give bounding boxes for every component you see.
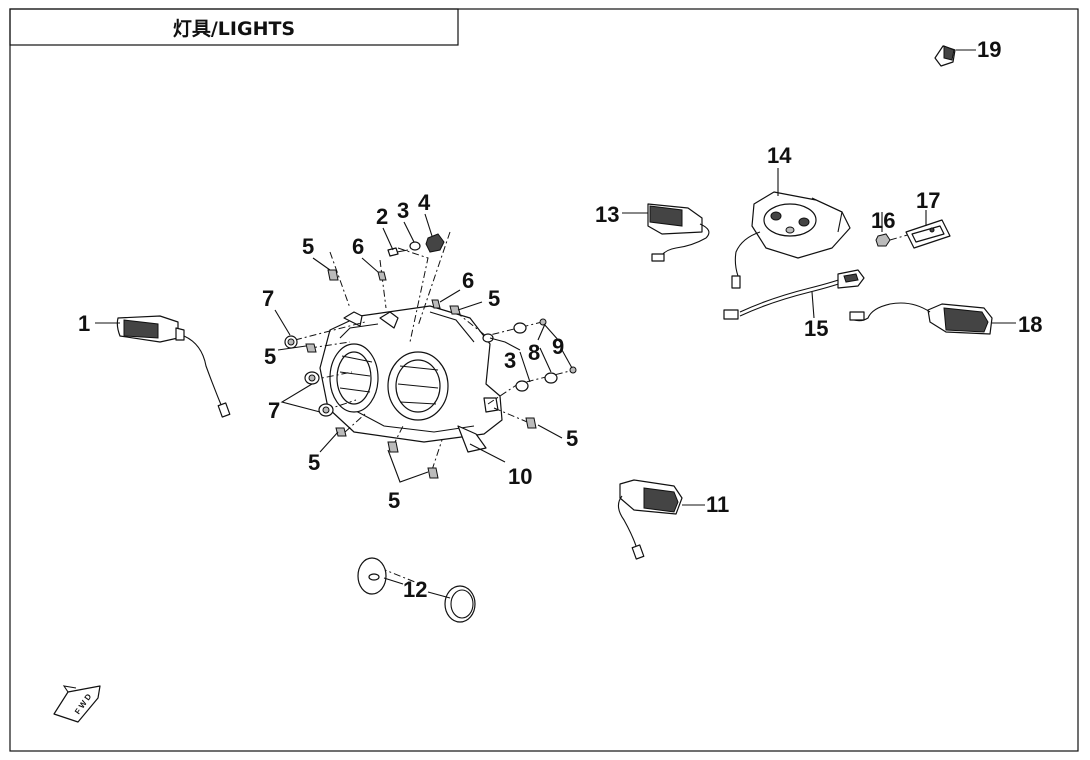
callout-17: 17 <box>916 188 940 213</box>
callout-7-a: 7 <box>262 286 274 311</box>
callout-3-top: 3 <box>397 198 409 223</box>
callout-5-d: 5 <box>388 488 400 513</box>
callout-3-right: 3 <box>504 348 516 373</box>
callout-7-b: 7 <box>268 398 280 423</box>
part-13-turn-signal-upper <box>622 203 710 262</box>
callout-5-c: 5 <box>308 450 320 475</box>
callout-4: 4 <box>418 190 431 215</box>
callout-2: 2 <box>376 204 388 229</box>
diagram-border <box>9 8 1079 752</box>
housing-leaders <box>274 213 573 483</box>
callout-18: 18 <box>1018 312 1042 337</box>
callout-13: 13 <box>595 202 619 227</box>
callout-5-b: 5 <box>264 344 276 369</box>
callout-6-a: 6 <box>352 234 364 259</box>
part-19-connector <box>934 45 976 67</box>
callout-9: 9 <box>552 334 564 359</box>
part-14-tail-light <box>731 168 851 289</box>
callout-numbers: 1 2 3 4 5 6 7 5 7 5 5 6 5 3 8 9 5 10 11 … <box>78 37 1042 602</box>
callout-6-b: 6 <box>462 268 474 293</box>
diagram-title: 灯具/LIGHTS <box>173 18 295 40</box>
fwd-direction-arrow: F W D <box>53 685 101 723</box>
callout-15: 15 <box>804 316 828 341</box>
part-10-headlight-housing <box>319 305 506 463</box>
callout-16: 16 <box>871 208 895 233</box>
callout-5-e: 5 <box>488 286 500 311</box>
callout-11: 11 <box>706 492 729 517</box>
hardware-parts <box>284 233 577 479</box>
callout-10: 10 <box>508 464 532 489</box>
callout-5-a: 5 <box>302 234 314 259</box>
callout-8: 8 <box>528 340 540 365</box>
part-18-turn-signal-right <box>849 302 1016 335</box>
part-15-wiring-harness <box>723 269 865 320</box>
callout-14: 14 <box>767 143 792 168</box>
part-16-17-plate-light <box>875 210 951 249</box>
part-1-turn-signal-left <box>95 315 231 418</box>
callout-5-f: 5 <box>566 426 578 451</box>
callout-12: 12 <box>403 577 427 602</box>
callout-19: 19 <box>977 37 1001 62</box>
callout-1: 1 <box>78 311 90 336</box>
part-12-lens-covers <box>357 557 476 623</box>
title-box <box>9 8 459 46</box>
part-11-turn-signal-lower <box>617 479 705 560</box>
